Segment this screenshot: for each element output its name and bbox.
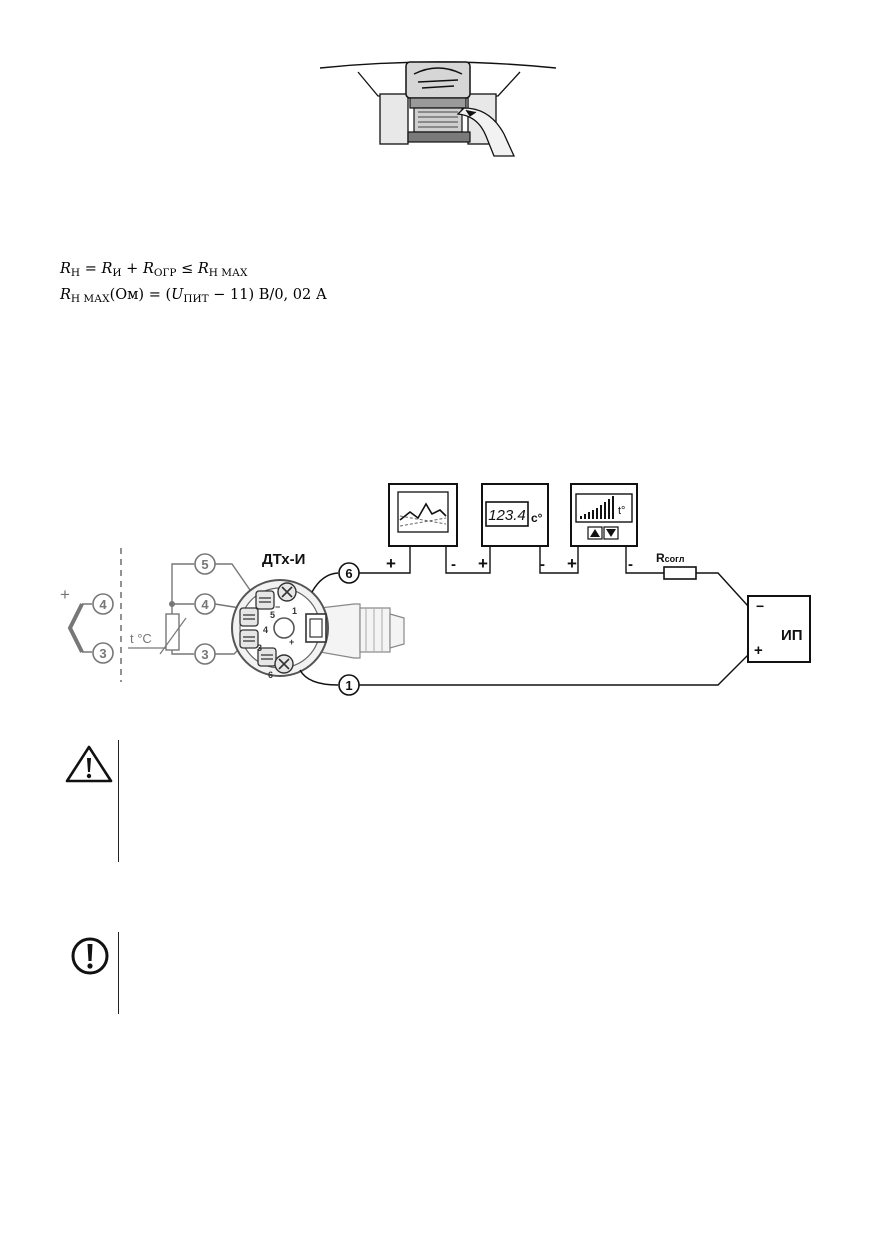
formula-max-load-resistance: RН МАХ(Ом) = (UПИТ − 11) В/0, 02 А bbox=[60, 287, 327, 305]
terminal-clamp-illustration bbox=[319, 61, 557, 157]
rtd-sensor bbox=[165, 613, 180, 651]
svg-text:5: 5 bbox=[201, 557, 208, 572]
svg-text:4: 4 bbox=[201, 597, 209, 612]
device-label: ДТх-И bbox=[262, 551, 305, 568]
digital-indicator-instrument: 123.4 c° bbox=[481, 483, 549, 547]
thermocouple-junction bbox=[67, 603, 84, 653]
warning-callout-bar bbox=[118, 740, 119, 862]
svg-text:4: 4 bbox=[99, 597, 107, 612]
up-arrow-icon bbox=[590, 529, 600, 537]
terminal-circle-left-4 bbox=[92, 593, 114, 615]
matching-resistor bbox=[663, 566, 697, 580]
svg-text:5: 5 bbox=[270, 610, 275, 620]
svg-text:−: − bbox=[275, 602, 280, 612]
svg-text:3: 3 bbox=[257, 643, 262, 653]
down-arrow-icon bbox=[606, 529, 616, 537]
left-plus-sign: + bbox=[60, 585, 70, 604]
display-value: 123.4 bbox=[488, 507, 526, 524]
converter-head: 5 4 3 6 1 + − bbox=[231, 579, 329, 680]
recorder-instrument bbox=[388, 483, 458, 547]
power-supply-label: ИП bbox=[781, 627, 803, 644]
bar-indicator-unit: t° bbox=[618, 505, 625, 517]
warning-triangle-icon bbox=[65, 745, 113, 783]
formula-load-resistance: RН = RИ + RОГР ≤ RН МАХ bbox=[60, 261, 248, 279]
svg-text:-: - bbox=[451, 556, 456, 573]
attention-callout-bar bbox=[118, 932, 119, 1014]
svg-text:1: 1 bbox=[345, 678, 352, 693]
svg-text:-: - bbox=[628, 556, 633, 573]
svg-text:6: 6 bbox=[345, 566, 352, 581]
display-unit: c° bbox=[531, 511, 543, 525]
svg-text:1: 1 bbox=[292, 606, 297, 616]
svg-text:4: 4 bbox=[263, 625, 268, 635]
power-supply-plus: + bbox=[754, 642, 763, 659]
svg-text:+: + bbox=[289, 637, 294, 647]
svg-text:+: + bbox=[386, 554, 396, 573]
svg-text:3: 3 bbox=[99, 646, 106, 661]
terminal-circle-left-3 bbox=[92, 642, 114, 664]
wiring-diagram: + 4 3 t °C 5 4 3 bbox=[60, 483, 811, 696]
svg-text:+: + bbox=[478, 554, 488, 573]
svg-text:3: 3 bbox=[201, 647, 208, 662]
svg-text:6: 6 bbox=[268, 670, 273, 680]
power-supply-minus: − bbox=[756, 598, 764, 614]
resistor-label: Rсогл bbox=[656, 551, 685, 565]
power-supply: − + ИП bbox=[747, 595, 811, 663]
exclamation-circle-icon bbox=[71, 937, 109, 975]
cable-gland bbox=[319, 603, 405, 659]
svg-text:-: - bbox=[540, 556, 545, 573]
bar-indicator-instrument: t° bbox=[570, 483, 638, 547]
sensor-temperature-label: t °C bbox=[130, 631, 152, 646]
svg-text:+: + bbox=[567, 554, 577, 573]
